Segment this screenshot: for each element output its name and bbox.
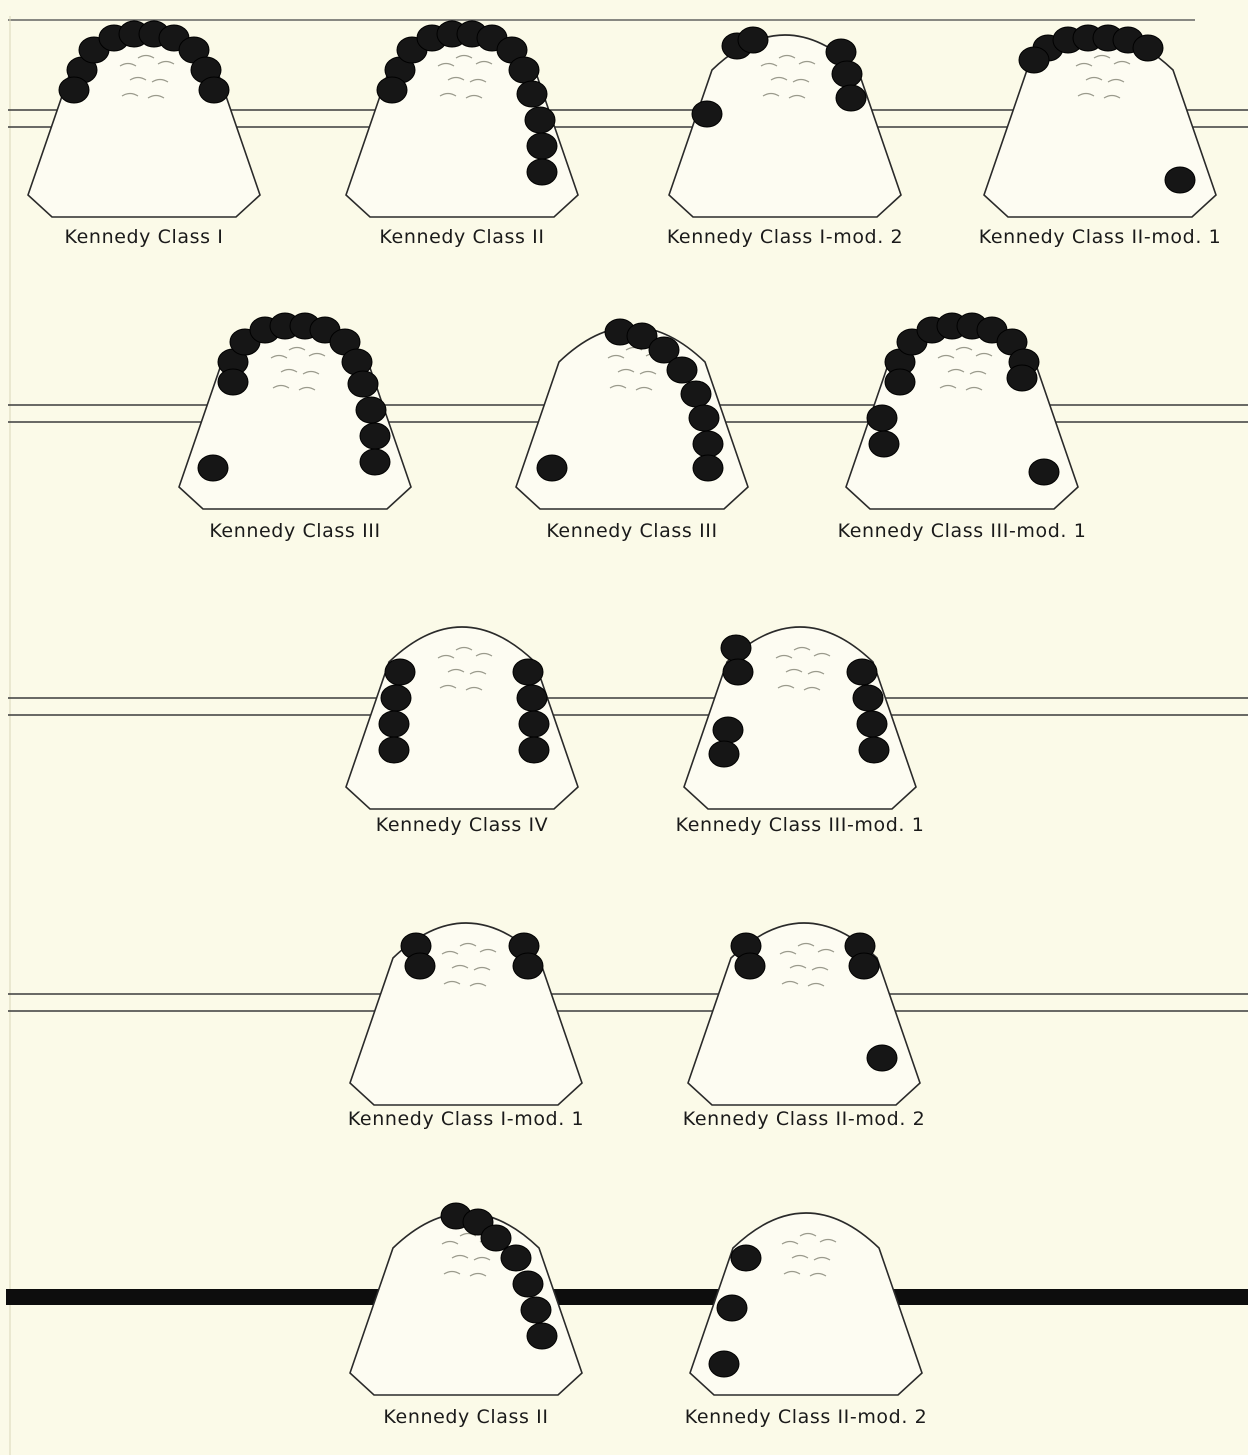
- diagram-caption: Kennedy Class II-mod. 2: [685, 1406, 928, 1428]
- tooth-3-3: [692, 101, 722, 127]
- tooth-5-14: [198, 455, 228, 481]
- tooth-3-6: [836, 85, 866, 111]
- diagram-caption: Kennedy Class II-mod. 1: [979, 226, 1222, 248]
- tooth-5-10: [348, 371, 378, 397]
- tooth-12-4: [501, 1245, 531, 1271]
- tooth-12-5: [513, 1271, 543, 1297]
- tooth-11-2: [735, 953, 765, 979]
- tooth-3-2: [738, 27, 768, 53]
- diagram-caption: Kennedy Class II: [383, 1406, 548, 1428]
- diagram-caption: Kennedy Class II: [379, 226, 544, 248]
- tooth-1-9: [59, 77, 89, 103]
- tooth-8-6: [517, 685, 547, 711]
- tooth-9-3: [713, 717, 743, 743]
- tooth-11-4: [849, 953, 879, 979]
- tooth-6-4: [667, 357, 697, 383]
- tooth-7-11: [869, 431, 899, 457]
- tooth-10-4: [513, 953, 543, 979]
- tooth-11-5: [867, 1045, 897, 1071]
- tooth-8-7: [519, 711, 549, 737]
- tooth-2-11: [525, 107, 555, 133]
- tooth-6-7: [693, 431, 723, 457]
- tooth-12-6: [521, 1297, 551, 1323]
- cast-outline-11: [688, 923, 920, 1105]
- tooth-9-7: [857, 711, 887, 737]
- tooth-5-11: [356, 397, 386, 423]
- diagram-caption: Kennedy Class III-mod. 1: [838, 520, 1087, 542]
- tooth-12-3: [481, 1225, 511, 1251]
- tooth-7-9: [885, 369, 915, 395]
- tooth-8-2: [381, 685, 411, 711]
- tooth-4-8: [1165, 167, 1195, 193]
- tooth-4-6: [1133, 35, 1163, 61]
- tooth-5-12: [360, 423, 390, 449]
- diagram-caption: Kennedy Class III-mod. 1: [676, 814, 925, 836]
- diagram-caption: Kennedy Class III: [546, 520, 717, 542]
- diagram-caption: Kennedy Class I-mod. 2: [667, 226, 903, 248]
- tooth-5-13: [360, 449, 390, 475]
- tooth-8-8: [519, 737, 549, 763]
- tooth-2-9: [377, 77, 407, 103]
- tooth-13-2: [717, 1295, 747, 1321]
- cast-outline-10: [350, 923, 582, 1105]
- diagram-caption: Kennedy Class III: [209, 520, 380, 542]
- tooth-6-9: [537, 455, 567, 481]
- row-band-5: [6, 1289, 1248, 1305]
- tooth-7-12: [1029, 459, 1059, 485]
- tooth-10-2: [405, 953, 435, 979]
- tooth-3-5: [832, 61, 862, 87]
- tooth-8-1: [385, 659, 415, 685]
- tooth-9-8: [859, 737, 889, 763]
- tooth-9-4: [709, 741, 739, 767]
- tooth-4-7: [1019, 47, 1049, 73]
- diagram-caption: Kennedy Class IV: [376, 814, 549, 836]
- diagram-caption: Kennedy Class II-mod. 2: [683, 1108, 926, 1130]
- tooth-2-8: [509, 57, 539, 83]
- tooth-13-3: [709, 1351, 739, 1377]
- diagram-caption: Kennedy Class I: [65, 226, 224, 248]
- tooth-2-12: [527, 133, 557, 159]
- tooth-7-10: [867, 405, 897, 431]
- cast-outline-1: [28, 35, 260, 217]
- tooth-8-4: [379, 737, 409, 763]
- tooth-8-5: [513, 659, 543, 685]
- tooth-2-13: [527, 159, 557, 185]
- tooth-9-5: [847, 659, 877, 685]
- tooth-8-3: [379, 711, 409, 737]
- tooth-9-1: [721, 635, 751, 661]
- tooth-5-9: [218, 369, 248, 395]
- tooth-13-1: [731, 1245, 761, 1271]
- tooth-6-5: [681, 381, 711, 407]
- diagram-caption: Kennedy Class I-mod. 1: [348, 1108, 584, 1130]
- tooth-9-6: [853, 685, 883, 711]
- tooth-7-13: [1007, 365, 1037, 391]
- tooth-2-10: [517, 81, 547, 107]
- tooth-12-7: [527, 1323, 557, 1349]
- tooth-9-2: [723, 659, 753, 685]
- tooth-1-10: [199, 77, 229, 103]
- tooth-6-8: [693, 455, 723, 481]
- tooth-6-6: [689, 405, 719, 431]
